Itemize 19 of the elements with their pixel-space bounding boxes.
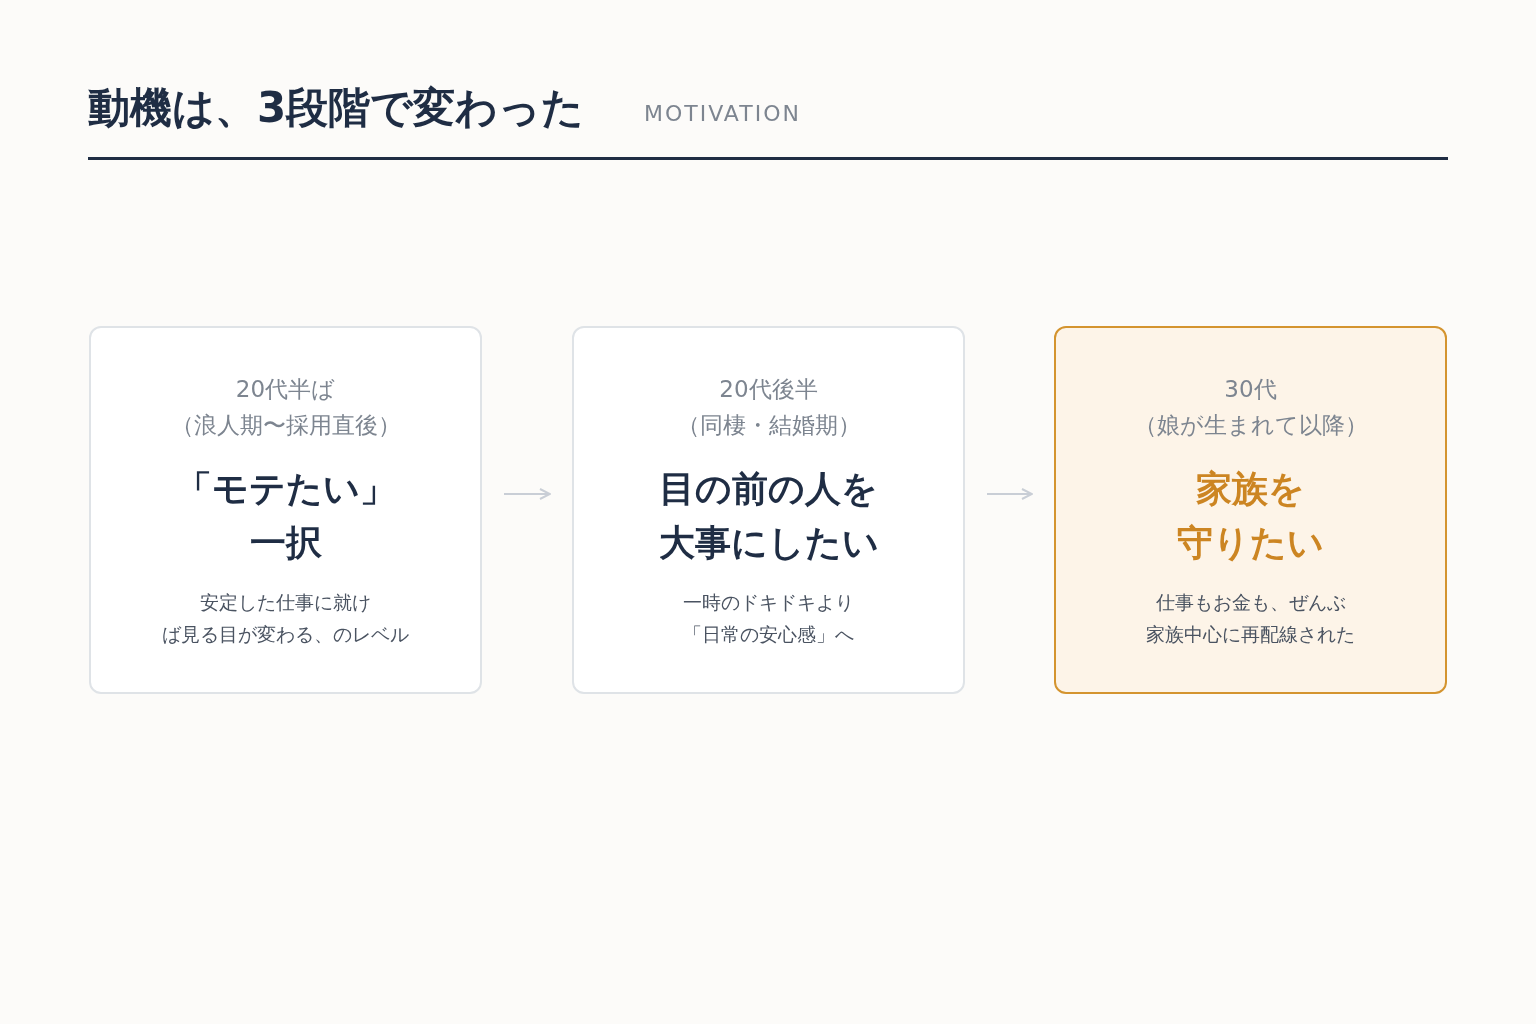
stage-description: 一時のドキドキより「日常の安心感」へ [683,590,854,647]
age-label: 30代 [1224,375,1277,404]
stage-heading: 「モテたい」一択 [175,467,396,565]
period-label: （浪人期〜採用直後） [170,411,401,440]
stage-card [89,326,482,694]
stage-description: 安定した仕事に就けば見る目が変わる、のレベル [162,590,409,647]
period-label: （娘が生まれて以降） [1133,411,1368,440]
arrow [503,488,551,500]
age-label: 20代半ば [235,375,336,404]
arrow [986,488,1033,500]
stage-description: 仕事もお金も、ぜんぶ家族中心に再配線された [1146,590,1355,647]
subtitle-label: MOTIVATION [644,101,801,126]
period-label: （同棲・結婚期） [676,411,861,440]
page-title: 動機は、3段階で変わった [88,82,585,134]
stage-card [1054,326,1447,694]
stage-card [572,326,965,694]
age-label: 20代後半 [719,375,818,404]
stage-heading: 目の前の人を大事にしたい [658,467,879,565]
stage-heading: 家族を守りたい [1177,467,1324,565]
